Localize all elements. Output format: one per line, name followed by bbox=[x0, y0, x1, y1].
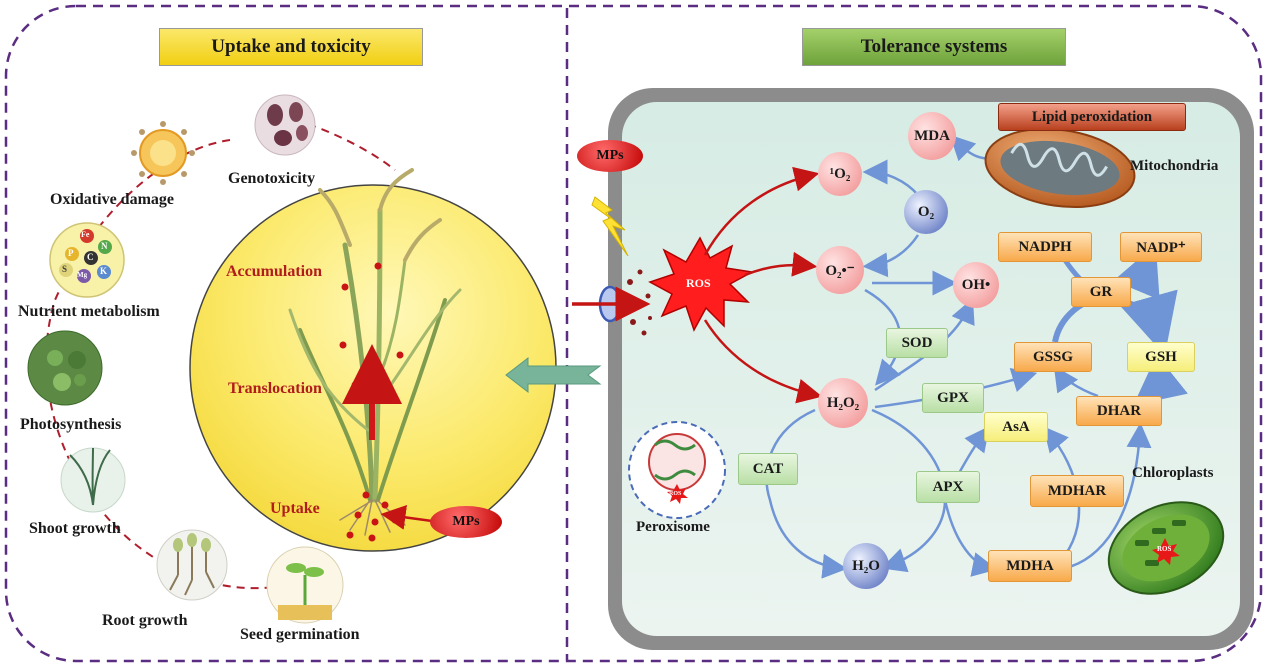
peroxisome-label: Peroxisome bbox=[636, 519, 710, 535]
h2o2-node: H₂O₂ bbox=[818, 378, 868, 428]
peroxisome-ros-label: ROS bbox=[669, 491, 682, 497]
cat-box: CAT bbox=[738, 453, 798, 485]
dhar-to-gssg-arrow bbox=[1053, 365, 1099, 398]
photosynthesis-icon bbox=[27, 330, 103, 406]
mitochondria-label: Mitochondria bbox=[1130, 158, 1219, 174]
nadph-box: NADPH bbox=[998, 232, 1092, 262]
ros-to-superoxide-arrow bbox=[744, 251, 818, 277]
apx-to-mdha-arrow bbox=[943, 499, 998, 577]
gpx-box: GPX bbox=[922, 383, 984, 413]
accumulation-label: Accumulation bbox=[226, 263, 322, 280]
oxidative-damage-icon bbox=[131, 121, 195, 185]
mda-node: MDA bbox=[908, 112, 956, 160]
nutrient-mg: Mg bbox=[77, 271, 88, 279]
nutrient-k: K bbox=[100, 266, 108, 276]
sod-box: SOD bbox=[886, 328, 948, 358]
translocation-label: Translocation bbox=[228, 380, 322, 397]
lipid-peroxidation-box: Lipid peroxidation bbox=[998, 103, 1186, 131]
genotoxicity-label: Genotoxicity bbox=[228, 170, 316, 187]
gsh-box: GSH bbox=[1127, 342, 1195, 372]
chloroplasts-label: Chloroplasts bbox=[1132, 465, 1214, 481]
mitochondria-icon bbox=[984, 127, 1136, 209]
chloroplast-ros-label: ROS bbox=[1157, 545, 1172, 553]
ros-to-h2o2-arrow bbox=[703, 319, 823, 404]
seed-germination-label: Seed germination bbox=[240, 626, 360, 643]
superoxide-to-h2o2-arrow bbox=[864, 288, 902, 386]
toxicity-ring-top bbox=[294, 119, 396, 171]
right-panel-title: Tolerance systems bbox=[802, 28, 1066, 66]
mps-badge-left: MPs bbox=[430, 506, 502, 538]
oxygen-node: O₂ bbox=[904, 190, 948, 234]
shoot-growth-label: Shoot growth bbox=[29, 520, 121, 537]
gr-box: GR bbox=[1071, 277, 1131, 307]
root-growth-label: Root growth bbox=[102, 612, 188, 629]
gssg-box: GSSG bbox=[1014, 342, 1092, 372]
nutrient-metabolism-label: Nutrient metabolism bbox=[18, 303, 160, 320]
uptake-label: Uptake bbox=[270, 500, 320, 517]
nutrient-p: P bbox=[68, 248, 74, 258]
mps-uptake-arrow bbox=[380, 504, 433, 530]
outer-frame bbox=[4, 4, 1263, 663]
ros-particles bbox=[627, 269, 652, 336]
root-growth-icon bbox=[156, 529, 228, 601]
mdha-box: MDHA bbox=[988, 550, 1072, 582]
ros-label: ROS bbox=[686, 276, 711, 290]
transfer-arrow bbox=[505, 356, 602, 394]
ros-burst bbox=[648, 236, 755, 332]
nutrient-fe: Fe bbox=[81, 230, 90, 239]
shoot-growth-icon bbox=[60, 447, 126, 513]
o2-to-singlet-arrow bbox=[862, 159, 919, 196]
hydroxyl-node: OH• bbox=[953, 262, 999, 308]
oxidative-damage-label: Oxidative damage bbox=[50, 191, 174, 208]
seed-germination-icon bbox=[266, 546, 344, 624]
mdhar-box: MDHAR bbox=[1030, 475, 1124, 507]
mdha-to-dhar-arrow bbox=[1064, 422, 1152, 570]
dhar-box: DHAR bbox=[1076, 396, 1162, 426]
cat-to-water-arrow bbox=[765, 408, 848, 579]
nutrient-s: S bbox=[62, 264, 68, 274]
asa-box: AsA bbox=[984, 412, 1048, 442]
nutrient-n: N bbox=[101, 241, 108, 251]
nutrient-metabolism-icon bbox=[49, 222, 125, 298]
water-node: H₂O bbox=[843, 543, 889, 589]
gsh-to-dhar-arrow bbox=[1133, 354, 1188, 406]
chloroplast-icon bbox=[1107, 501, 1225, 595]
lightning-icon bbox=[591, 196, 629, 257]
left-panel-title: Uptake and toxicity bbox=[159, 28, 423, 66]
ros-to-singlet-arrow bbox=[703, 166, 820, 256]
singlet-oxygen-node: ¹O₂ bbox=[818, 152, 862, 196]
genotoxicity-icon bbox=[254, 94, 316, 156]
mps-badge-right: MPs bbox=[577, 140, 643, 172]
photosynthesis-label: Photosynthesis bbox=[20, 416, 122, 433]
superoxide-node: O₂•⁻ bbox=[816, 246, 864, 294]
o2-to-superoxide-arrow bbox=[862, 234, 920, 278]
nutrient-c: C bbox=[87, 252, 94, 262]
peroxisome-icon bbox=[628, 421, 726, 519]
nadp-box: NADP⁺ bbox=[1120, 232, 1202, 262]
apx-box: APX bbox=[916, 471, 980, 503]
